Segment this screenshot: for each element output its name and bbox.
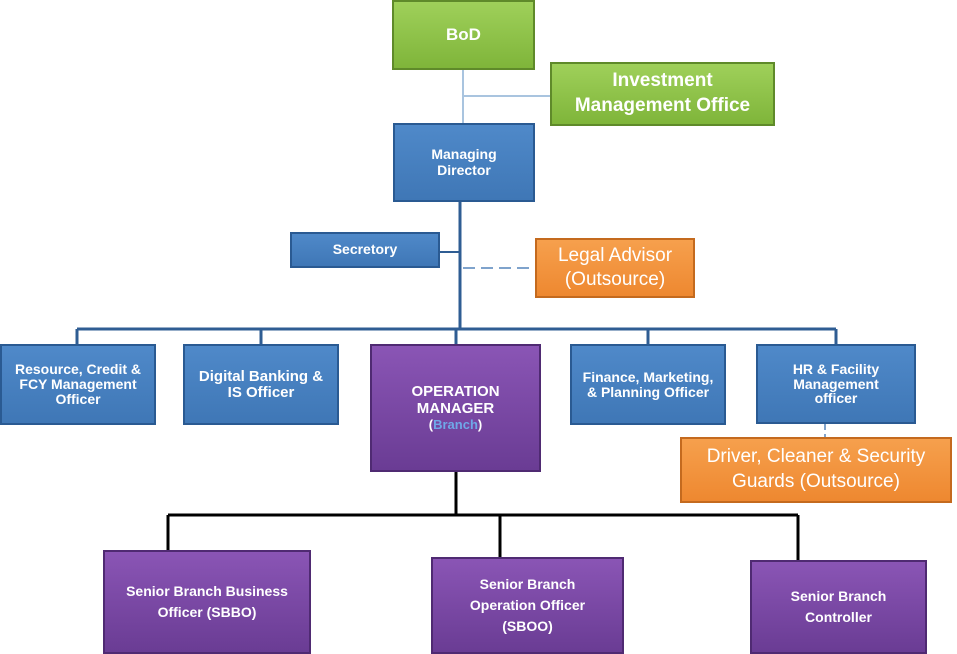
hr-officer-label: HR & Facility Management officer [792,360,880,407]
managing-director-label: Managing Director [431,145,497,178]
controller-label: Senior Branch Controller [790,588,887,625]
operation-manager-node: OPERATION MANAGER (Branch) [370,344,541,472]
sbbo-label: Senior Branch Business Officer (SBBO) [126,583,288,620]
finance-officer-node: Finance, Marketing, & Planning Officer [570,344,726,425]
operation-manager-branch: Branch [433,416,478,432]
secretary-label: Secretory [332,241,398,258]
digital-banking-node: Digital Banking & IS Officer [183,344,339,425]
resource-officer-label: Resource, Credit & FCY Management Office… [14,361,142,407]
investment-office-node: Investment Management Office [550,62,775,126]
bod-label: BoD [446,25,481,45]
legal-advisor-node: Legal Advisor (Outsource) [535,238,695,298]
sboo-label: Senior Branch Operation Officer (SBOO) [469,576,586,634]
bod-node: BoD [392,0,535,70]
operation-manager-title: OPERATION MANAGER [411,382,500,417]
secretary-node: Secretory [290,232,440,268]
driver-guards-node: Driver, Cleaner & Security Guards (Outso… [680,437,952,503]
investment-office-label: Investment Management Office [574,70,751,116]
finance-officer-label: Finance, Marketing, & Planning Officer [582,368,714,400]
operation-manager-branch-wrap: (Branch) [428,416,483,432]
driver-guards-label: Driver, Cleaner & Security Guards (Outso… [706,446,926,492]
sbbo-node: Senior Branch Business Officer (SBBO) [103,550,311,654]
resource-officer-node: Resource, Credit & FCY Management Office… [0,344,156,425]
hr-officer-node: HR & Facility Management officer [756,344,916,424]
digital-banking-label: Digital Banking & IS Officer [198,367,324,401]
managing-director-node: Managing Director [393,123,535,202]
controller-node: Senior Branch Controller [750,560,927,654]
legal-advisor-label: Legal Advisor (Outsource) [557,244,673,290]
operation-manager-label: OPERATION MANAGER (Branch) [372,382,539,432]
sboo-node: Senior Branch Operation Officer (SBOO) [431,557,624,654]
